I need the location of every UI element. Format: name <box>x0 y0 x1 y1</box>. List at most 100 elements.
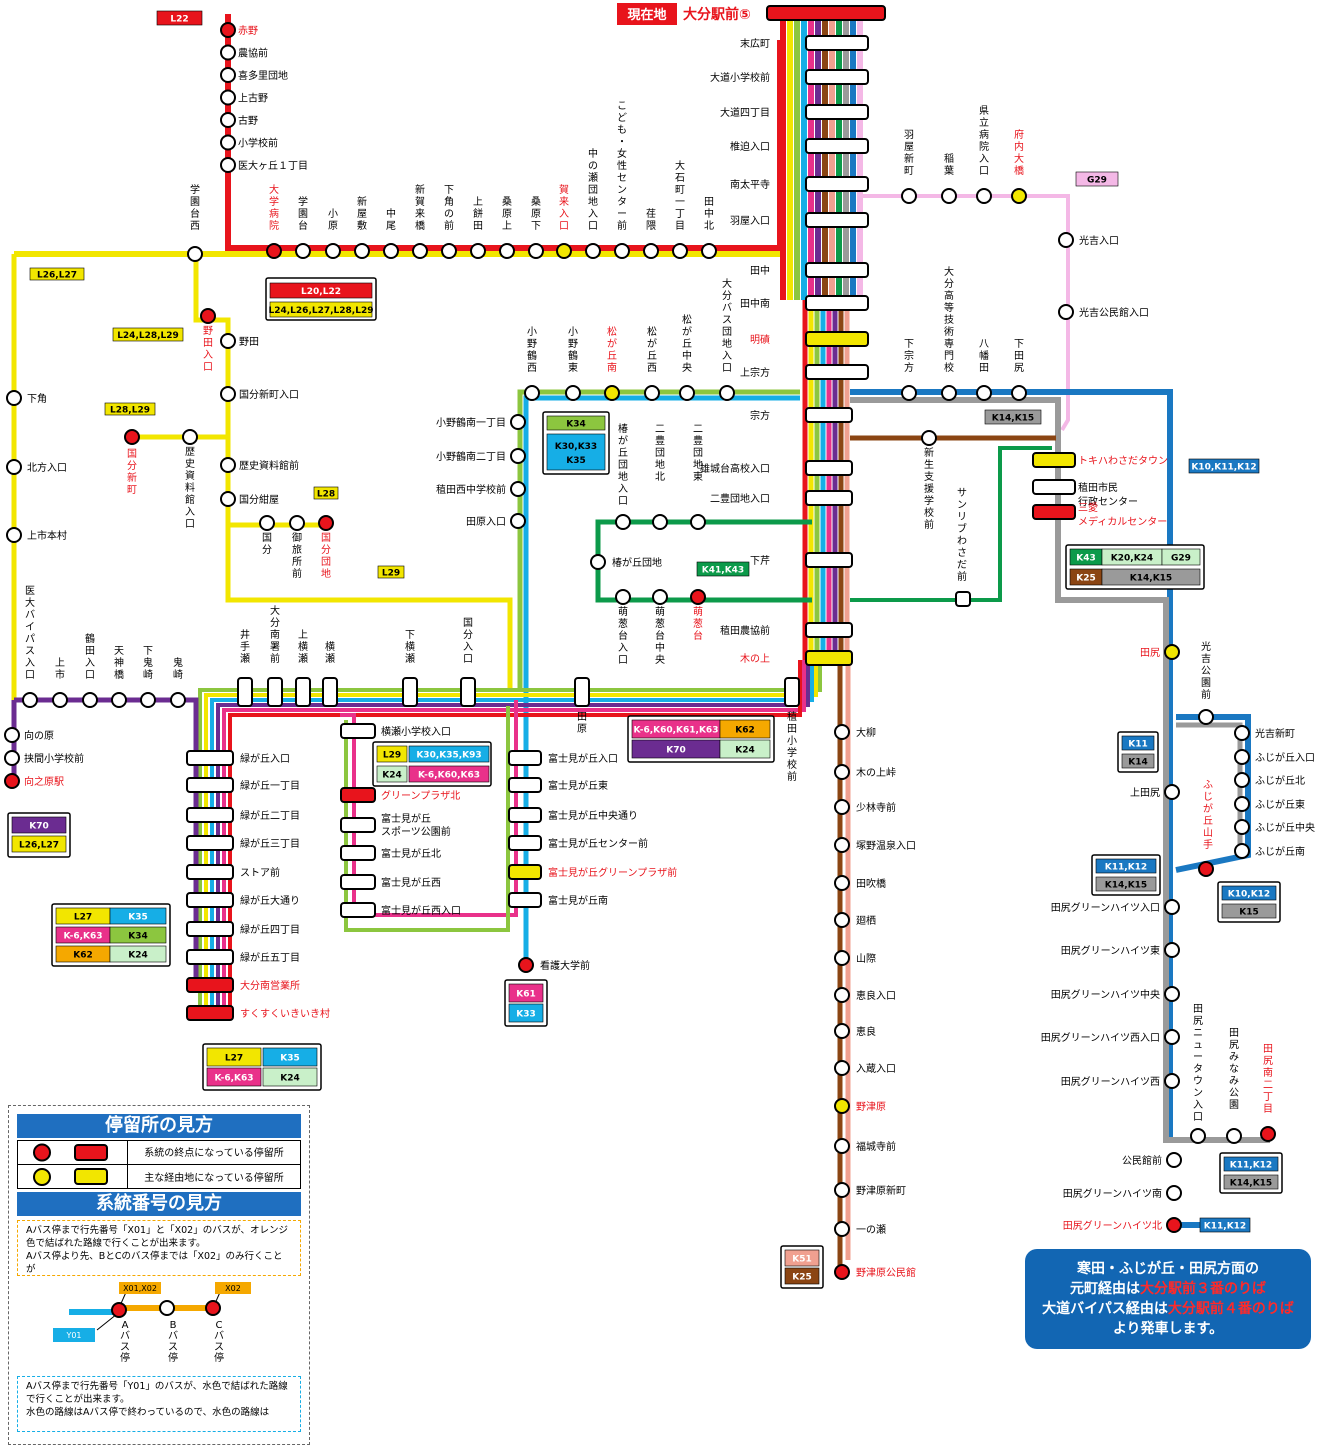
l-row-stop-label: ど <box>617 112 627 124</box>
route-tag <box>1121 753 1155 769</box>
l29-tag-label: L29 <box>382 569 400 579</box>
l-row-stop-icon <box>528 243 544 259</box>
bus-stop-bar-icon <box>186 921 234 937</box>
bus-stop-bar-icon <box>186 777 234 793</box>
current-stop-bar <box>766 5 886 21</box>
trunk-stop-label: 上宗方 <box>740 366 770 379</box>
bus-stop-icon <box>1164 1073 1180 1089</box>
stop-a-icon <box>111 1302 127 1318</box>
l-row-stop-label: 田 <box>473 221 483 232</box>
current-location-label: 現在地 <box>627 7 666 23</box>
kokubu-shinmachi-icon <box>124 429 140 445</box>
stop-label-char: み <box>1229 1076 1239 1087</box>
stop-label-char: 医 <box>25 585 35 597</box>
stop-label: 野津原公民館 <box>856 1266 916 1279</box>
stop-label: 三愛 <box>1078 501 1098 514</box>
route-tag <box>508 983 544 1003</box>
l-row-stop-label: 石 <box>675 173 685 184</box>
stop-label-char: 鶴 <box>85 632 95 645</box>
stop-label-char: 鶴 <box>568 349 578 362</box>
stop-label-char: 萌 <box>618 605 628 618</box>
route-tag-label: K11,K12 <box>1230 1161 1272 1171</box>
stop-label: 緑が丘大通り <box>240 894 300 907</box>
stop-label: 看護大学前 <box>540 959 590 972</box>
stop-label-char: 田 <box>577 712 587 723</box>
stop-label-char: 旅 <box>292 543 302 556</box>
l-row-stop-label: 学 <box>190 183 200 196</box>
bus-stop-icon <box>1058 232 1074 248</box>
stop-b-icon <box>159 1300 175 1316</box>
stop-label-char: 瀬 <box>240 653 250 665</box>
trunk-stop-bar <box>805 364 869 380</box>
stop-label: 田尻 <box>1140 647 1160 659</box>
stop-label: 田尻グリーンハイツ南 <box>1063 1187 1162 1200</box>
bus-stop-bar-icon <box>460 677 476 707</box>
stop-label-char: 下 <box>904 339 914 350</box>
stop-label-char: 新 <box>924 446 934 459</box>
legend-panel: 停留所の見方 系統の終点になっている停留所 主な経由地になっている停留所 系統番… <box>8 1105 310 1445</box>
stop-label-char: 前 <box>270 652 280 665</box>
stop-label: 富士見が丘北 <box>381 847 441 860</box>
route-tag <box>1199 1217 1251 1233</box>
trunk-stop-label: 下芹 <box>750 555 770 567</box>
route-tag-label: K14,K15 <box>1105 881 1147 891</box>
bus-stop-bar-icon <box>1032 452 1076 468</box>
stop-label-char: 萌 <box>655 605 665 618</box>
stop-label: ストア前 <box>240 866 280 879</box>
l-row-stop-label: 新 <box>415 183 425 196</box>
stop-label: 稙田市民 <box>1078 481 1118 494</box>
stop-label-char: 前 <box>1201 688 1211 701</box>
l-row-stop-label: セ <box>617 172 627 184</box>
route-tag <box>508 1003 544 1023</box>
bus-stop-bar-icon <box>574 677 590 707</box>
stop-label-char: 分 <box>262 544 272 556</box>
bus-stop-bar-icon <box>186 892 234 908</box>
stop-label-char: 葱 <box>655 618 665 630</box>
l-row-stop-label: 大 <box>269 183 279 196</box>
stop-label-char: 崎 <box>143 668 153 681</box>
l-row-stop-label: 入 <box>559 209 569 220</box>
stop-label-char: 分 <box>270 617 280 629</box>
l22-tag-label: L22 <box>170 15 188 25</box>
stop-label-char: 葉 <box>944 164 954 177</box>
stop-label-char: 手 <box>1203 838 1213 851</box>
trunk-stop-bar <box>805 212 869 228</box>
route-tag <box>1223 1174 1279 1190</box>
l22-stop-icon <box>220 157 236 173</box>
stop-label-char: 丘 <box>618 447 628 459</box>
stop-label-char: 東 <box>693 470 703 483</box>
l-row-stop-icon <box>499 243 515 259</box>
stop-label-char: 央 <box>682 361 692 374</box>
k14b-tag-label: K14,K15 <box>1130 574 1172 584</box>
legend-note2: Aバス停より先、BとCのバス停までは「X02」のみ行くことが <box>26 1251 283 1275</box>
stop-label-char: 地 <box>655 458 665 471</box>
bus-stop-bar-icon <box>1032 479 1076 495</box>
l28l29-tag <box>104 402 156 416</box>
stop-label-char: 尻 <box>1229 1039 1239 1051</box>
stop-label-char: な <box>1229 1063 1239 1075</box>
bus-stop-icon <box>834 1221 850 1237</box>
trunk-stop-label: 南太平寺 <box>730 178 770 191</box>
legend-note3: Aバス停まで行先番号「Y01」のバスが、水色で結ばれた路線で行くことが出来ます。 <box>26 1381 288 1405</box>
bus-stop-icon <box>1164 784 1180 800</box>
stop-label-char: 鶴 <box>527 349 537 362</box>
bus-stop-icon <box>52 692 68 708</box>
stop-label: 山際 <box>856 953 876 965</box>
bus-stop-icon <box>615 589 631 605</box>
bus-stop-icon <box>4 727 20 743</box>
stop-label-char: 豊 <box>655 434 665 447</box>
l-row-stop-icon <box>383 243 399 259</box>
terminal-stop-bar-icon <box>74 1144 108 1161</box>
stop-label: 挟間小学校前 <box>24 752 84 765</box>
stop-label-char: 田 <box>1014 351 1024 362</box>
bus-stop-icon <box>220 491 236 507</box>
route-tag <box>719 719 771 739</box>
trunk-stop-bar <box>805 295 869 311</box>
trunk-stop-bar <box>805 262 869 278</box>
stop-label-char: 公 <box>1229 1088 1239 1099</box>
bus-stop-bar-icon <box>186 949 234 965</box>
legend-stop-label-char: 停 <box>214 1351 224 1364</box>
bus-stop-icon <box>1226 1128 1242 1144</box>
route-tag-label: K10,K12 <box>1228 890 1270 900</box>
stop-label-char: 入 <box>25 658 35 669</box>
